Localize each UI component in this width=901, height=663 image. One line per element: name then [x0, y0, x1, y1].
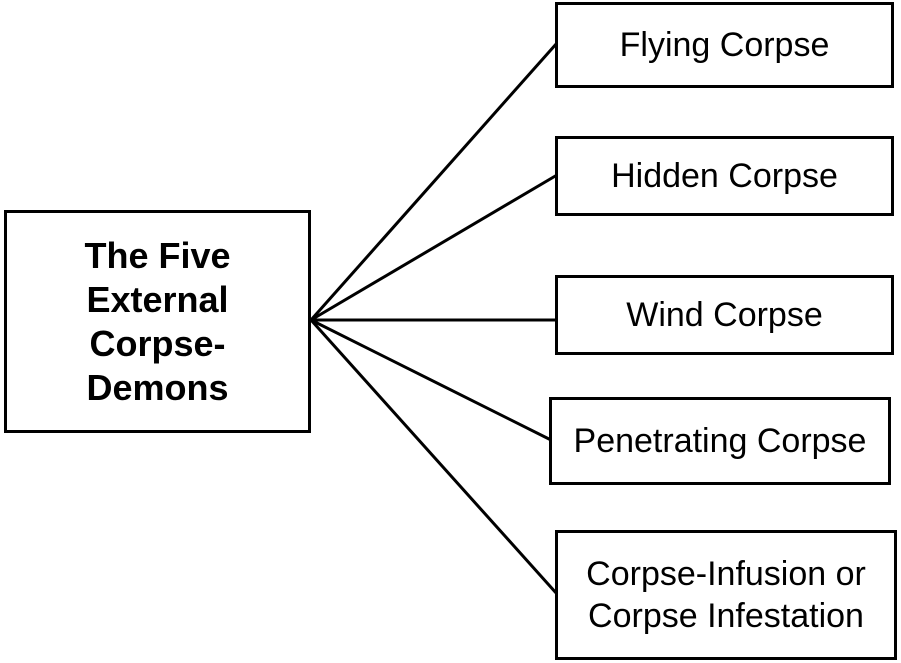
child-node-wind-corpse: Wind Corpse	[555, 275, 894, 355]
child-node-label: Hidden Corpse	[611, 157, 838, 195]
child-node-penetrating-corpse: Penetrating Corpse	[549, 397, 891, 485]
child-node-label: Corpse-Infusion or Corpse Infestation	[586, 555, 866, 635]
connector-line-penetrating-corpse	[310, 318, 552, 442]
child-node-flying-corpse: Flying Corpse	[555, 2, 894, 88]
child-node-label: Wind Corpse	[626, 296, 823, 334]
connector-line-flying-corpse	[309, 42, 559, 321]
connector-line-hidden-corpse	[310, 173, 558, 322]
root-node-label: The Five External Corpse- Demons	[84, 234, 231, 408]
child-node-corpse-infusion: Corpse-Infusion or Corpse Infestation	[555, 530, 897, 660]
root-node: The Five External Corpse- Demons	[4, 210, 311, 433]
connector-line-corpse-infusion	[309, 318, 559, 596]
child-node-label: Penetrating Corpse	[573, 422, 867, 460]
child-node-label: Flying Corpse	[619, 26, 830, 64]
child-node-hidden-corpse: Hidden Corpse	[555, 136, 894, 216]
